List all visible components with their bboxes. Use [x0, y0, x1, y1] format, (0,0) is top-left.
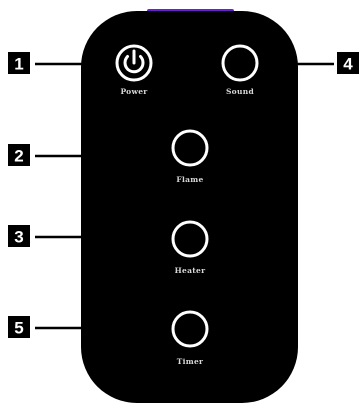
- sound-button-label: Sound: [226, 87, 255, 96]
- heater-button-ring[interactable]: [171, 220, 209, 258]
- flame-button[interactable]: Flame: [171, 129, 209, 184]
- timer-button-ring[interactable]: [171, 310, 209, 348]
- power-button[interactable]: Power: [115, 44, 153, 96]
- power-button-label: Power: [120, 87, 148, 96]
- remote-body: [81, 11, 298, 403]
- callout-5: 5: [8, 316, 30, 338]
- callout-1-number: 1: [14, 55, 23, 74]
- callout-4-number: 4: [343, 55, 353, 74]
- callout-4: 4: [337, 52, 359, 74]
- callout-2-number: 2: [14, 147, 23, 166]
- flame-button-label: Flame: [176, 175, 203, 184]
- callout-3-number: 3: [14, 228, 23, 247]
- flame-button-ring[interactable]: [171, 129, 209, 167]
- callout-2: 2: [8, 144, 30, 166]
- sound-button-ring[interactable]: [221, 44, 259, 82]
- timer-button-label: Timer: [177, 357, 204, 366]
- callout-3: 3: [8, 225, 30, 247]
- power-icon: [123, 49, 145, 74]
- sound-button[interactable]: Sound: [221, 44, 259, 96]
- heater-button[interactable]: Heater: [171, 220, 209, 275]
- callout-5-number: 5: [14, 319, 23, 338]
- timer-button[interactable]: Timer: [171, 310, 209, 366]
- callout-1: 1: [8, 52, 30, 74]
- heater-button-label: Heater: [175, 266, 206, 275]
